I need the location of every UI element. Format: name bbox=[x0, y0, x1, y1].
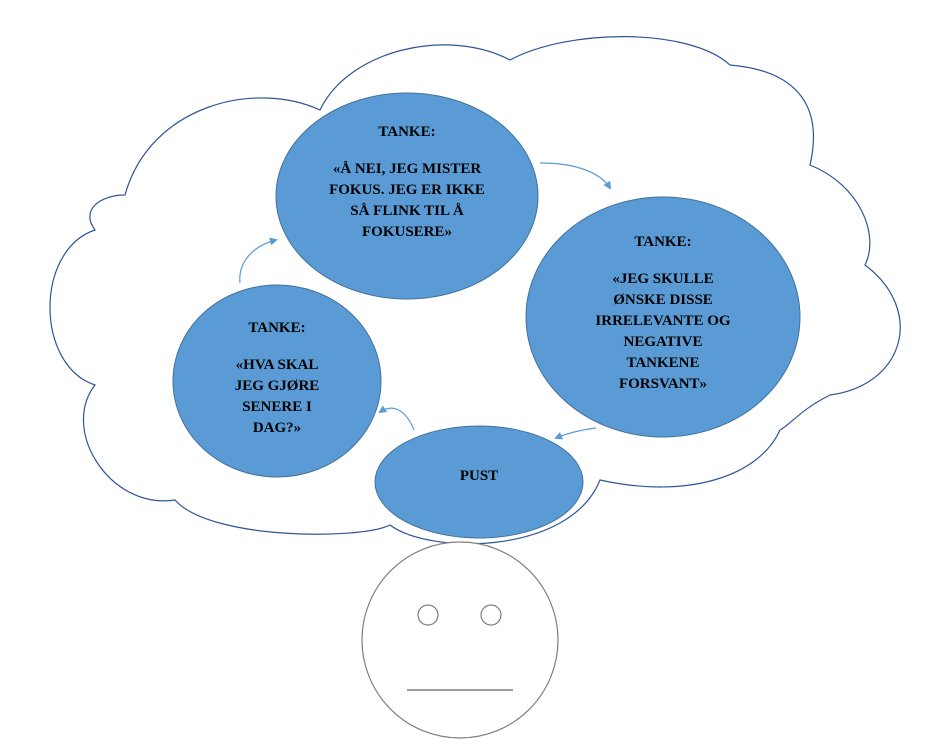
breath-bubble bbox=[374, 425, 584, 539]
face-left-eye bbox=[417, 604, 439, 626]
thought-bubble-left bbox=[172, 284, 382, 478]
face-right-eye bbox=[480, 604, 502, 626]
face-head bbox=[361, 541, 559, 739]
arrow-top-to-right bbox=[539, 162, 612, 190]
thought-bubble-top bbox=[275, 92, 539, 300]
arrow-left-to-top bbox=[239, 237, 278, 284]
arrow-right-to-bottom bbox=[554, 427, 597, 440]
thought-bubble-right bbox=[525, 196, 801, 438]
face bbox=[361, 541, 559, 739]
arrow-bottom-to-left bbox=[378, 405, 415, 431]
